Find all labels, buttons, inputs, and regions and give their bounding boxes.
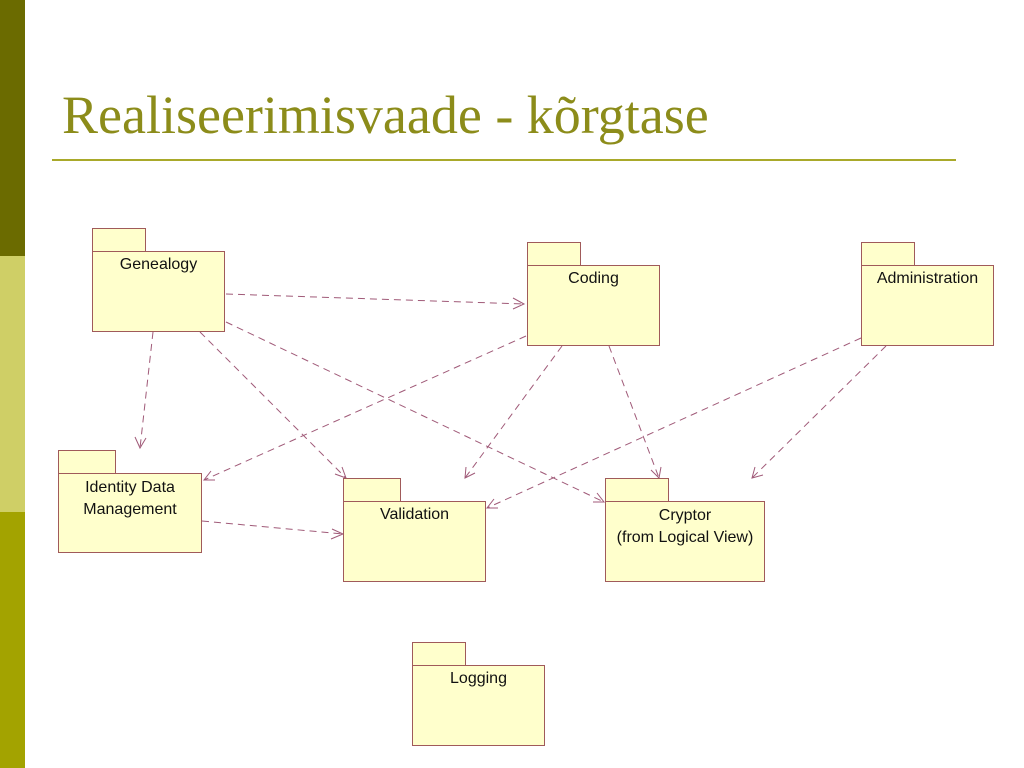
package-label: Administration <box>876 270 979 287</box>
package-body: Genealogy <box>92 251 225 332</box>
package-genealogy[interactable]: Genealogy <box>92 228 225 332</box>
arrow-genealogy-coding <box>225 293 526 310</box>
arrow-administration-validation <box>485 337 862 509</box>
package-validation[interactable]: Validation <box>343 478 486 582</box>
package-coding[interactable]: Coding <box>527 242 660 346</box>
title-underline <box>52 159 956 161</box>
arrow-coding-validation <box>464 345 563 479</box>
package-body: Validation <box>343 501 486 582</box>
side-band-top <box>0 0 25 256</box>
arrow-coding-cryptor <box>608 345 662 480</box>
package-body: Identity Data Management <box>58 473 202 553</box>
arrow-genealogy-validation <box>199 331 347 479</box>
package-label: Coding <box>568 270 619 287</box>
slide-title: Realiseerimisvaade - kõrgtase <box>62 85 709 145</box>
package-body: Administration <box>861 265 994 346</box>
package-administration[interactable]: Administration <box>861 242 994 346</box>
arrow-genealogy-identity <box>134 331 154 450</box>
package-label-line2: Management <box>83 501 177 518</box>
package-label: Validation <box>379 506 450 523</box>
package-label-line2: (from Logical View) <box>616 529 754 546</box>
package-label: Genealogy <box>119 256 198 273</box>
package-cryptor[interactable]: Cryptor (from Logical View) <box>605 478 765 582</box>
arrow-identity-validation <box>201 520 345 540</box>
package-body: Cryptor (from Logical View) <box>605 501 765 582</box>
arrow-coding-identity <box>202 335 527 481</box>
package-label-line1: Cryptor <box>658 507 712 524</box>
package-body: Logging <box>412 665 545 746</box>
package-tab <box>343 478 401 502</box>
package-tab <box>527 242 581 266</box>
package-tab <box>92 228 146 252</box>
package-identity-data-management[interactable]: Identity Data Management <box>58 450 202 553</box>
arrow-genealogy-cryptor <box>225 321 606 503</box>
package-tab <box>861 242 915 266</box>
package-tab <box>605 478 669 502</box>
package-logging[interactable]: Logging <box>412 642 545 746</box>
package-tab <box>58 450 116 474</box>
package-body: Coding <box>527 265 660 346</box>
side-band-middle <box>0 256 25 512</box>
arrow-administration-cryptor <box>751 345 887 479</box>
package-label-line1: Identity Data <box>85 479 175 496</box>
package-label: Logging <box>450 670 507 687</box>
side-band-bottom <box>0 512 25 768</box>
package-tab <box>412 642 466 666</box>
